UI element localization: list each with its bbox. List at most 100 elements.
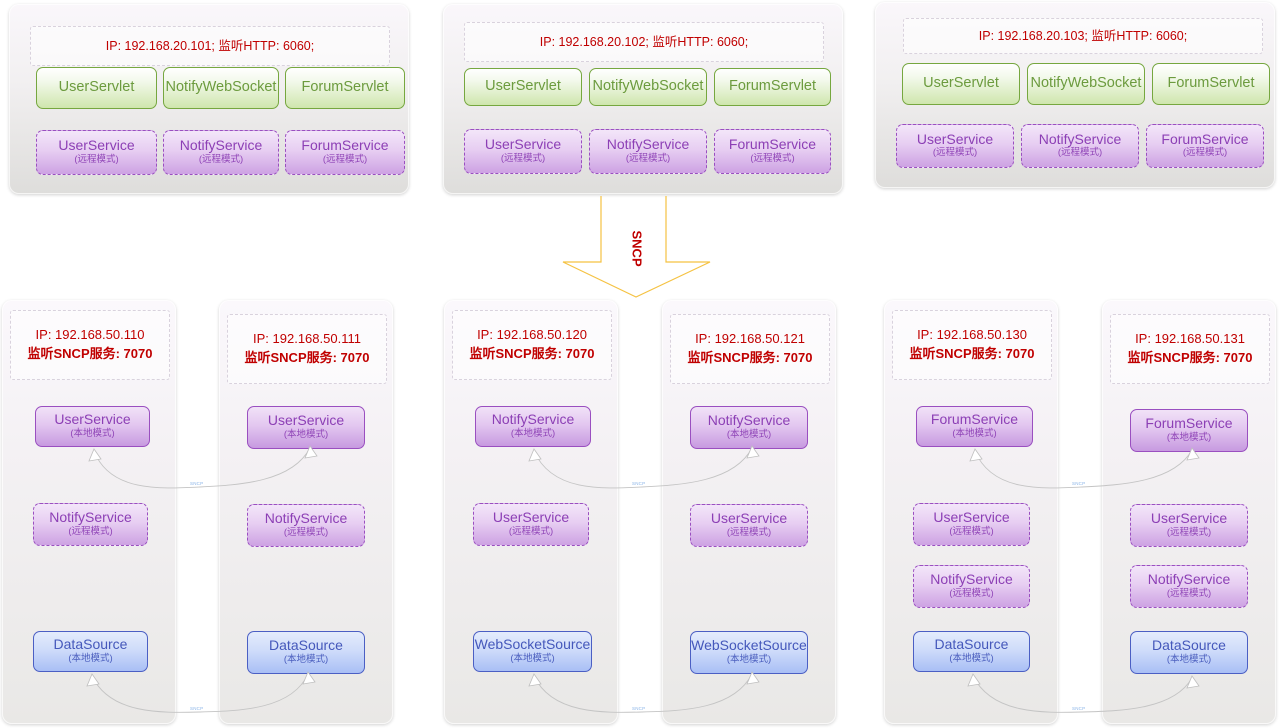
service-label: NotifyService [930,571,1013,588]
service-node-panel-50-121[interactable]: IP: 192.168.50.121 监听SNCP服务: 7070 Notify… [662,300,836,724]
datasource-box[interactable]: DataSource (本地模式) [1130,631,1248,674]
datasource-mode: (本地模式) [68,652,113,664]
service-node-panel-50-130[interactable]: IP: 192.168.50.130 监听SNCP服务: 7070 ForumS… [884,300,1058,724]
service-box[interactable]: ForumService (远程模式) [714,129,831,174]
service-label: NotifyService [1038,130,1122,147]
service-box[interactable]: NotifyService (远程模式) [1021,124,1139,168]
service-mode: (远程模式) [68,525,113,537]
datasource-box[interactable]: WebSocketSource (本地模式) [473,631,592,672]
ip-header: IP: 192.168.50.130 监听SNCP服务: 7070 [892,310,1052,380]
sncp-protocol-label: SNCP [629,230,645,267]
datasource-mode: (本地模式) [1166,653,1212,665]
service-box[interactable]: UserService (远程模式) [1130,504,1248,547]
service-mode: (远程模式) [500,152,546,164]
service-box[interactable]: ForumService (远程模式) [285,130,405,175]
service-box[interactable]: UserService (远程模式) [473,503,589,546]
servlet-label: ForumServlet [1167,75,1255,92]
servlet-label: UserServlet [485,78,561,95]
service-box[interactable]: UserService (远程模式) [913,503,1030,546]
service-box[interactable]: ForumService (本地模式) [1130,409,1248,452]
service-mode: (远程模式) [949,587,994,599]
service-label: NotifyService [179,137,263,154]
datasource-mode: (本地模式) [510,652,555,664]
ip-header: IP: 192.168.20.101; 监听HTTP: 6060; [30,26,390,66]
service-box[interactable]: UserService (远程模式) [690,504,808,547]
service-node-panel-50-120[interactable]: IP: 192.168.50.120 监听SNCP服务: 7070 Notify… [444,300,618,724]
ip-address: IP: 192.168.50.130 [917,327,1027,343]
ip-header: IP: 192.168.20.103; 监听HTTP: 6060; [903,18,1263,54]
servlet-box[interactable]: ForumServlet [714,68,831,106]
servlet-label: ForumServlet [728,78,817,95]
service-label: UserService [54,411,131,428]
service-node-panel-50-111[interactable]: IP: 192.168.50.111 监听SNCP服务: 7070 UserSe… [219,300,393,724]
service-box[interactable]: NotifyService (远程模式) [913,565,1030,608]
service-label: ForumService [1161,130,1249,147]
servlet-box[interactable]: UserServlet [902,63,1020,105]
service-box[interactable]: NotifyService (远程模式) [247,504,365,547]
service-box[interactable]: NotifyService (远程模式) [1130,565,1248,608]
service-label: UserService [492,509,570,526]
datasource-mode: (本地模式) [726,653,772,665]
service-box[interactable]: NotifyService (远程模式) [589,129,707,174]
service-box[interactable]: UserService (远程模式) [464,129,582,174]
service-box[interactable]: NotifyService (远程模式) [163,130,279,175]
service-mode: (远程模式) [1166,587,1212,599]
service-box[interactable]: UserService (远程模式) [896,124,1014,168]
service-label: UserService [710,510,788,527]
sncp-port: 监听SNCP服务: 7070 [687,350,813,365]
datasource-label: DataSource [269,637,343,654]
web-server-panel-3[interactable]: IP: 192.168.20.103; 监听HTTP: 6060; UserSe… [875,2,1275,188]
service-mode: (远程模式) [198,153,244,165]
web-server-panel-1[interactable]: IP: 192.168.20.101; 监听HTTP: 6060; UserSe… [9,4,409,194]
service-label: UserService [267,412,345,429]
link-label: SNCP [632,706,646,711]
service-node-panel-50-110[interactable]: IP: 192.168.50.110 监听SNCP服务: 7070 UserSe… [2,300,176,724]
service-mode: (本地模式) [510,427,556,439]
ip-address: IP: 192.168.50.110 [35,327,145,343]
sncp-port: 监听SNCP服务: 7070 [1127,350,1253,365]
service-label: UserService [916,130,994,147]
servlet-box[interactable]: UserServlet [36,67,157,109]
service-mode: (远程模式) [625,152,671,164]
web-server-panel-2[interactable]: IP: 192.168.20.102; 监听HTTP: 6060; UserSe… [443,4,843,194]
service-box[interactable]: ForumService (远程模式) [1146,124,1264,168]
service-label: UserService [484,136,562,153]
service-box[interactable]: UserService (远程模式) [36,130,157,175]
datasource-box[interactable]: DataSource (本地模式) [33,631,148,672]
ip-line: IP: 192.168.20.101; 监听HTTP: 6060; [105,38,315,53]
service-mode: (远程模式) [949,525,994,537]
service-label: ForumService [1145,415,1233,432]
service-box[interactable]: NotifyService (本地模式) [690,406,808,449]
servlet-box[interactable]: ForumServlet [1152,63,1270,105]
service-mode: (远程模式) [322,153,368,165]
servlet-box[interactable]: NotifyWebSocket [163,67,279,109]
servlet-box[interactable]: NotifyWebSocket [1027,63,1145,105]
servlet-box[interactable]: ForumServlet [285,67,405,109]
service-box[interactable]: ForumService (本地模式) [916,406,1033,447]
service-box[interactable]: NotifyService (远程模式) [33,503,148,546]
datasource-box[interactable]: WebSocketSource (本地模式) [690,631,808,674]
servlet-box[interactable]: NotifyWebSocket [589,68,707,106]
service-mode: (远程模式) [1182,147,1228,159]
datasource-mode: (本地模式) [283,653,329,665]
service-label: UserService [933,509,1010,526]
servlet-box[interactable]: UserServlet [464,68,582,106]
datasource-box[interactable]: DataSource (本地模式) [247,631,365,674]
ip-header: IP: 192.168.50.110 监听SNCP服务: 7070 [10,310,170,380]
service-box[interactable]: UserService (本地模式) [35,406,150,447]
ip-address: IP: 192.168.50.120 [477,327,587,343]
servlet-label: UserServlet [58,79,135,96]
service-label: UserService [1150,510,1228,527]
datasource-box[interactable]: DataSource (本地模式) [913,631,1030,672]
ip-line: IP: 192.168.20.102; 监听HTTP: 6060; [539,34,749,49]
service-box[interactable]: UserService (本地模式) [247,406,365,449]
datasource-label: DataSource [1152,637,1226,654]
service-mode: (远程模式) [74,153,119,165]
service-box[interactable]: NotifyService (本地模式) [475,406,591,447]
service-mode: (远程模式) [1057,147,1103,159]
servlet-label: UserServlet [923,75,999,92]
service-mode: (远程模式) [726,526,772,538]
service-node-panel-50-131[interactable]: IP: 192.168.50.131 监听SNCP服务: 7070 ForumS… [1102,300,1276,724]
service-mode: (本地模式) [726,428,772,440]
sncp-port: 监听SNCP服务: 7070 [909,346,1035,361]
